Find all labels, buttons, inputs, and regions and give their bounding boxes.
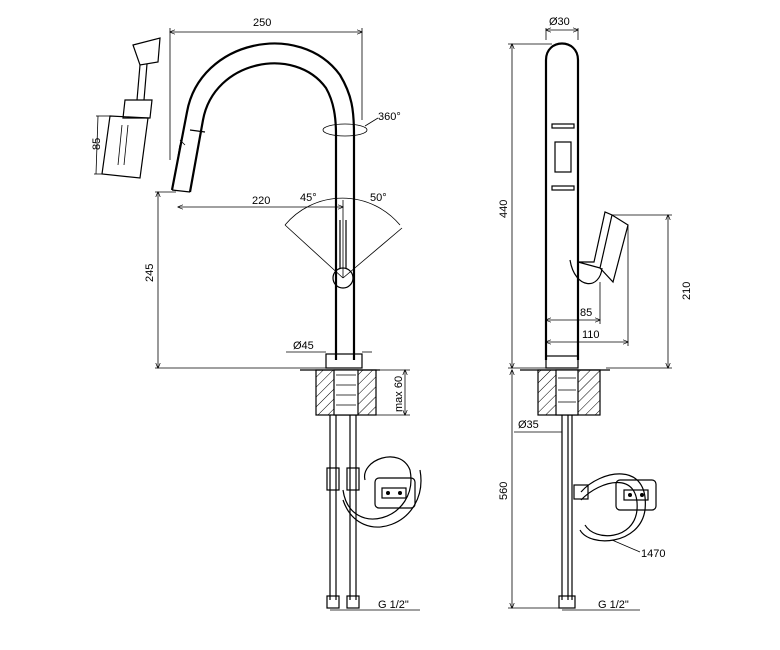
- front-hose-weight: [615, 479, 657, 511]
- dim-hose-length-560: 560: [498, 482, 510, 500]
- dim-thread-right: G 1/2": [598, 599, 629, 611]
- dim-lever-reach-110: 110: [582, 329, 600, 341]
- dim-tail-diameter: Ø35: [518, 419, 539, 431]
- dim-lever-height: 210: [681, 282, 693, 300]
- dim-lever-reach-85: 85: [580, 307, 592, 319]
- dim-reach: 220: [252, 195, 270, 207]
- shower-head-detail: [101, 37, 161, 179]
- dim-angle-right: 50°: [370, 192, 387, 204]
- spout-outer: [170, 42, 356, 360]
- dim-spout-height: 245: [144, 264, 156, 282]
- dim-side-width: 250: [253, 17, 271, 29]
- dim-base-diameter: Ø45: [293, 340, 314, 352]
- pull-out-head: [171, 129, 206, 193]
- front-spout: [544, 42, 580, 360]
- rotation-ellipse: [322, 123, 368, 137]
- dim-total-height: 440: [498, 200, 510, 218]
- dim-thread-left: G 1/2": [378, 599, 409, 611]
- dim-angle-left: 45°: [300, 192, 317, 204]
- dim-shower-head-length: 85: [91, 138, 103, 150]
- dim-front-diameter: Ø30: [549, 16, 570, 28]
- dim-max-thickness: max 60: [393, 376, 405, 412]
- dim-rotation: 360°: [378, 111, 401, 123]
- front-lever: [577, 211, 613, 269]
- hose-weight: [374, 477, 416, 509]
- angle-arc: [284, 197, 401, 226]
- spray-button: [554, 141, 572, 173]
- side-view: 250 245 220 45° 50° 360° Ø45 max 60 85 G…: [91, 17, 422, 611]
- spout-inner: [188, 62, 338, 360]
- base-ring: [325, 353, 363, 369]
- hose-loop: [342, 456, 412, 520]
- front-view: Ø30 440 210 85 110 Ø35 560 1470 G 1/2": [498, 16, 693, 611]
- dim-pull-hose: 1470: [641, 548, 665, 560]
